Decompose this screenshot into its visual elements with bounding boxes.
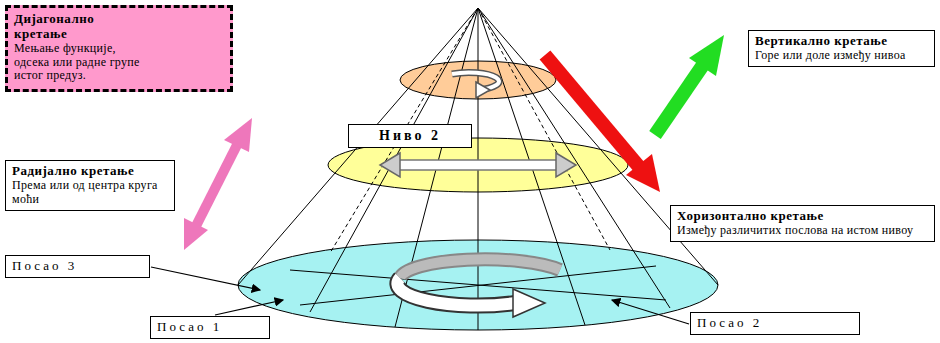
box-heading: Хоризонтално кретање — [677, 209, 928, 224]
box-body: Горе или доле између нивоа — [755, 49, 928, 63]
box-heading: Дијагонално кретање — [14, 12, 140, 42]
box-label: Посао 2 — [697, 316, 853, 331]
vertical-arrow-down — [545, 55, 660, 192]
rotation-arrow — [452, 72, 499, 98]
radial-movement-box: Радијално кретањеПрема или од центра кру… — [5, 160, 175, 211]
diagonal-movement-box: Дијагонално кретањеМењање функције, одсе… — [5, 5, 233, 92]
box-label: Ниво 2 — [355, 128, 465, 144]
horizontal-movement-box: Хоризонтално кретањеИзмеђу различитих по… — [670, 205, 935, 242]
rotation-arrow — [397, 259, 560, 317]
box-heading: Радијално кретање — [12, 164, 168, 179]
box-body: Мењање функције, одсека или радне групе … — [14, 42, 140, 83]
horizontal-arrows — [380, 153, 576, 177]
cone-lines — [238, 8, 718, 330]
job-label: Посао 3 — [5, 255, 150, 278]
box-heading: Вертикално кретање — [755, 34, 928, 49]
box-label: Посао 1 — [157, 320, 263, 335]
box-body: Према или од центра круга моћи — [12, 179, 168, 207]
box-label: Посао 3 — [12, 259, 143, 274]
box-body: Између различитих послова на истом нивоу — [677, 224, 928, 238]
vertical-arrow-up — [655, 35, 724, 135]
job-label: Посао 1 — [150, 316, 270, 339]
job-label: Посао 2 — [690, 312, 860, 335]
radial-arrow — [184, 118, 252, 250]
vertical-movement-box: Вертикално кретањеГоре или доле између н… — [748, 30, 935, 67]
level-box: Ниво 2 — [348, 124, 472, 148]
